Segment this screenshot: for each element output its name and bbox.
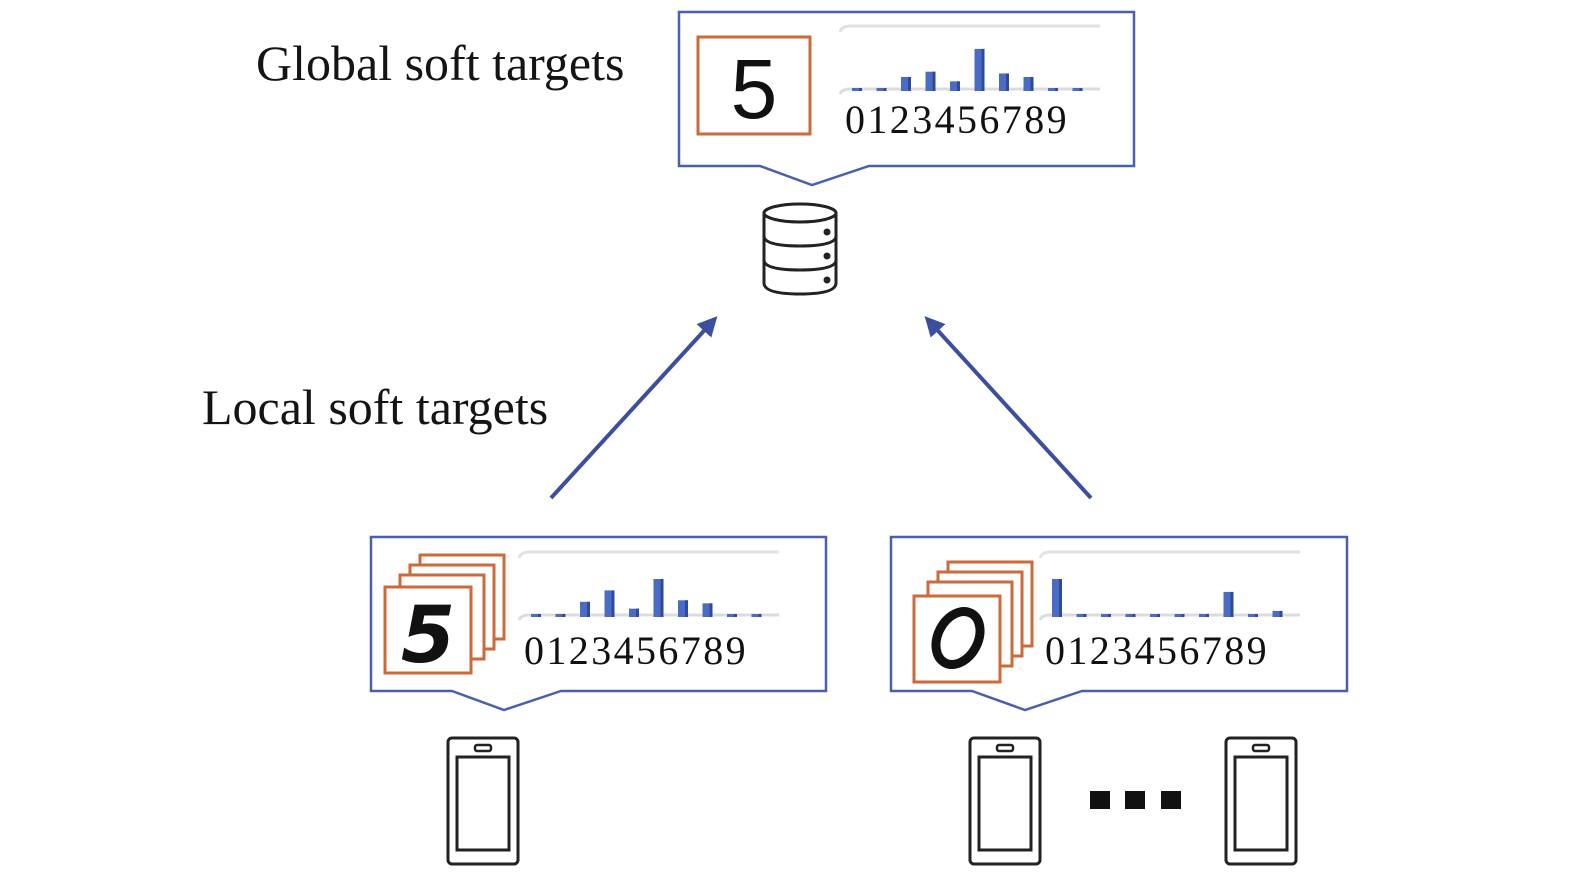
chart-bar-9 [1072,88,1083,91]
chart-bar-shade-4 [636,608,639,617]
local-soft-target-chart-1 [517,550,779,621]
chart-bar-shade-1 [1083,614,1087,617]
local-panel-1: 5 0123456789 [369,535,828,712]
chart-bar-8 [1248,614,1258,617]
chart-bar-7 [1223,591,1234,617]
upload-arrow-left [549,316,718,500]
chart-bar-4 [950,81,960,91]
chart-bar-shade-2 [587,601,590,617]
chart-bar-shade-0 [538,614,541,617]
chart-bar-3 [925,71,936,91]
global-sample-digit: 5 [731,42,778,136]
global-axis-digits: 0123456789 [845,97,1069,142]
global-panel: 5 0123456789 [677,10,1136,187]
chart-bar-shade-7 [1030,76,1034,91]
chart-bar-6 [678,600,688,617]
chart-bar-shade-6 [685,600,688,617]
chart-bar-1 [555,614,566,617]
chart-bar-shade-9 [758,614,762,617]
local-panel-2: 0 0123456789 [889,535,1349,712]
chart-baseline [838,87,1100,95]
chart-bar-shade-0 [1059,579,1062,617]
global-soft-target-chart [838,24,1100,95]
local-soft-targets-label: Local soft targets [202,379,549,435]
chart-bar-shade-5 [1181,614,1185,617]
chart-bar-shade-3 [932,71,936,91]
chart-bar-9 [751,614,762,617]
local-axis-digits-1: 0123456789 [524,628,748,673]
chart-bar-5 [653,579,664,617]
chart-bar-8 [727,614,737,617]
chart-bar-shade-2 [1108,614,1111,617]
chart-bar-shade-7 [709,603,713,617]
chart-bar-0 [531,614,541,617]
chart-top-gridline [517,550,779,559]
chart-bar-5 [1174,614,1185,617]
chart-bar-1 [1076,614,1087,617]
chart-top-gridline [838,24,1100,33]
chart-bar-0 [852,88,862,91]
chart-bar-7 [1023,76,1034,91]
chart-bar-shade-4 [957,81,960,91]
chart-bar-8 [1048,88,1058,91]
chart-bar-shade-0 [859,88,862,91]
chart-bar-shade-4 [1157,614,1160,617]
chart-bar-shade-9 [1079,88,1083,91]
chart-bar-4 [629,608,639,617]
chart-bar-shade-6 [1206,613,1209,617]
client-phone-icon-1 [446,736,520,866]
chart-bar-shade-9 [1279,610,1283,617]
chart-bar-shade-2 [908,76,911,91]
chart-bar-2 [1101,614,1111,617]
chart-baseline [1038,613,1300,621]
local-soft-target-chart-2 [1038,550,1300,621]
chart-bar-1 [876,88,887,91]
chart-bar-shade-7 [1230,591,1234,617]
chart-bar-3 [1125,613,1136,617]
chart-bar-6 [1199,613,1209,617]
chart-bar-shade-6 [1006,73,1009,91]
chart-bar-9 [1272,610,1283,617]
server-database-icon [762,202,838,296]
chart-bar-4 [1150,614,1160,617]
more-clients-ellipsis-icon [1090,791,1181,809]
client-phone-icon-n [1224,736,1298,866]
chart-bar-3 [604,590,615,617]
chart-bar-shade-1 [562,614,566,617]
chart-bar-shade-5 [981,48,985,91]
chart-bar-0 [1052,579,1062,617]
global-soft-targets-label: Global soft targets [256,35,625,91]
chart-bar-shade-3 [611,590,615,617]
local-sample-digit-1: 5 [401,591,455,681]
global-sample-frame [696,35,812,136]
chart-bar-6 [999,73,1009,91]
chart-bar-shade-8 [734,614,737,617]
client-phone-icon-2 [968,736,1042,866]
chart-bar-shade-8 [1255,614,1258,617]
chart-bar-2 [580,601,590,617]
chart-bar-5 [974,48,985,91]
local-sample-zero-glyph [931,607,985,669]
sample-stack-1 [383,553,506,675]
chart-bar-shade-1 [883,88,887,91]
chart-bar-shade-3 [1132,613,1136,617]
local-axis-digits-2: 0123456789 [1045,628,1269,673]
chart-bar-2 [901,76,911,91]
chart-baseline [517,613,779,621]
chart-bar-shade-8 [1055,88,1058,91]
chart-bar-shade-5 [660,579,664,617]
upload-arrow-right [924,316,1093,500]
chart-top-gridline [1038,550,1300,559]
sample-stack-2 [912,560,1034,684]
chart-bar-7 [702,603,713,617]
